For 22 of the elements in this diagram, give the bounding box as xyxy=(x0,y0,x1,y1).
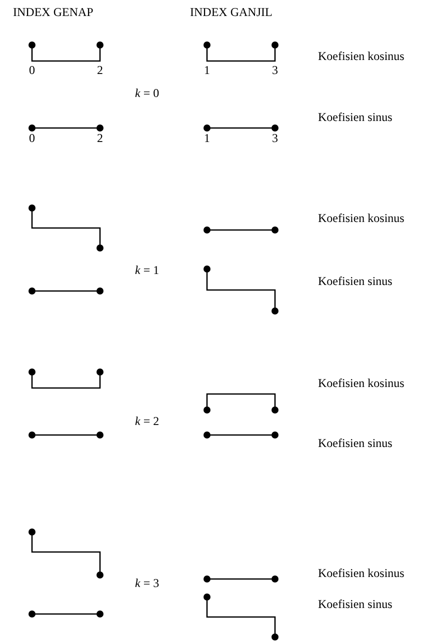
row-label: k = 1 xyxy=(135,263,160,277)
index-number: 0 xyxy=(28,63,36,77)
column-heading: INDEX GANJIL xyxy=(190,5,272,19)
row-label: Koefisien sinus xyxy=(318,274,392,288)
row-label: Koefisien kosinus xyxy=(318,211,404,225)
row-label: Koefisien sinus xyxy=(318,436,392,450)
row-label: Koefisien kosinus xyxy=(318,49,404,63)
row-label: k = 2 xyxy=(135,414,160,428)
index-number: 2 xyxy=(96,63,104,77)
row-label: k = 0 xyxy=(135,86,160,100)
row-label: Koefisien kosinus xyxy=(318,566,404,580)
index-number: 3 xyxy=(271,131,279,145)
index-number: 1 xyxy=(203,131,211,145)
column-heading: INDEX GENAP xyxy=(13,5,94,19)
row-label: Koefisien sinus xyxy=(318,110,392,124)
row-label: k = 3 xyxy=(135,576,160,590)
index-number: 0 xyxy=(28,131,36,145)
index-number: 1 xyxy=(203,63,211,77)
index-number: 3 xyxy=(271,63,279,77)
row-label: Koefisien sinus xyxy=(318,597,392,611)
row-label: Koefisien kosinus xyxy=(318,376,404,390)
index-number: 2 xyxy=(96,131,104,145)
